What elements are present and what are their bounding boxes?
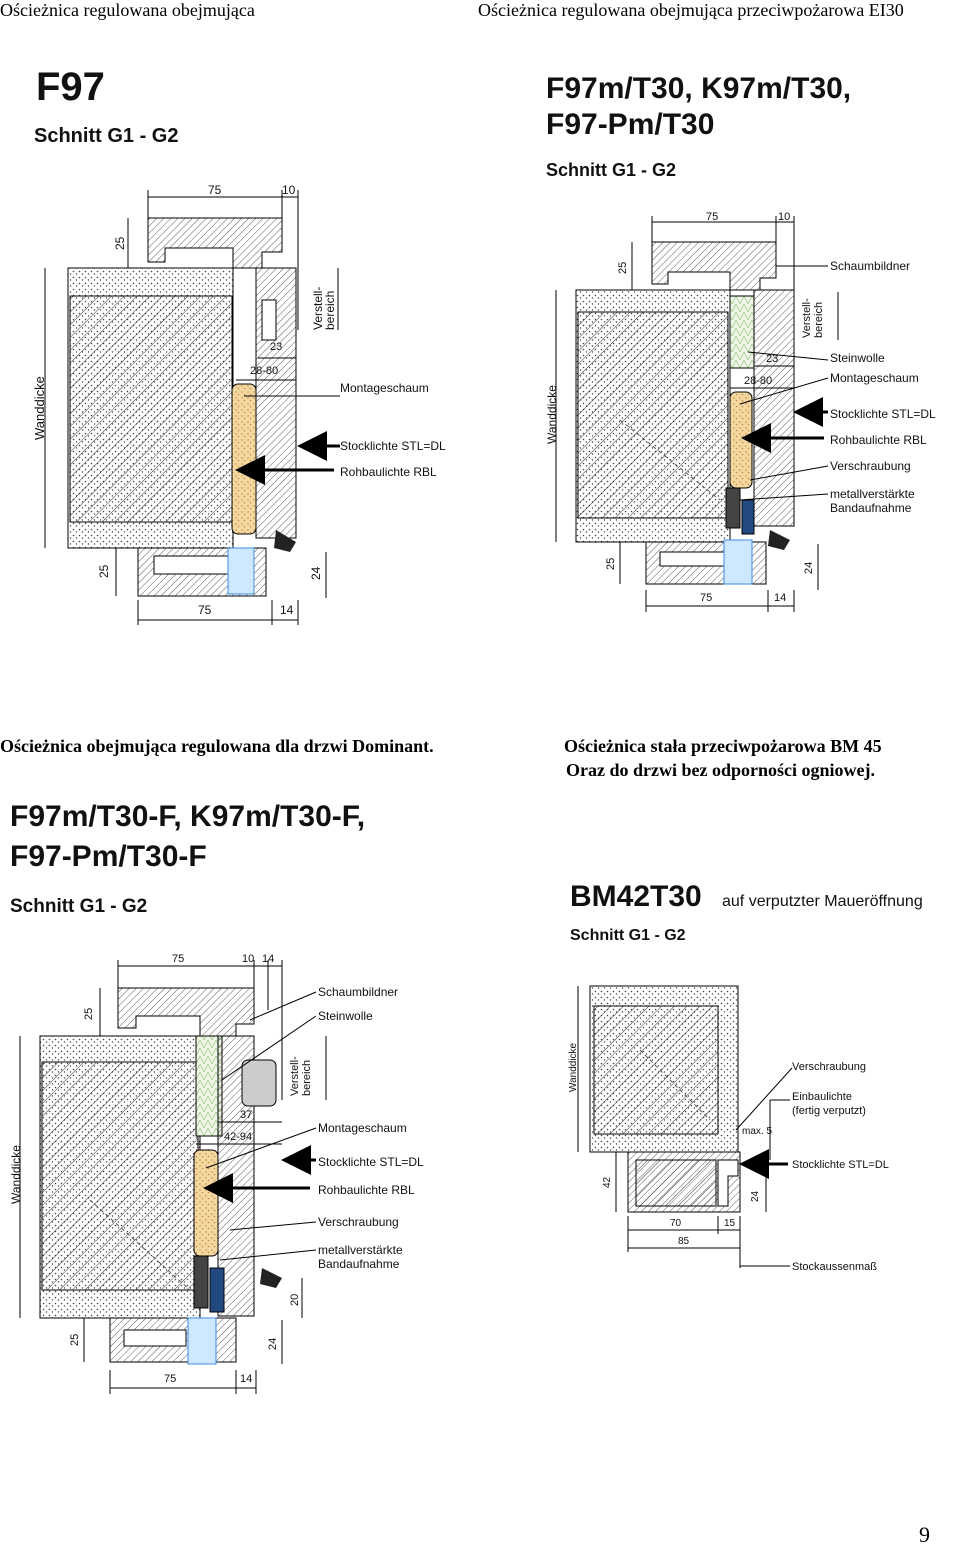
svg-text:Schaumbildner: Schaumbildner — [830, 259, 910, 273]
svg-text:Rohbaulichte RBL: Rohbaulichte RBL — [830, 433, 927, 447]
svg-text:28-80: 28-80 — [744, 375, 772, 387]
svg-text:23: 23 — [270, 341, 282, 353]
caption-left: Ościeżnica obejmująca regulowana dla drz… — [0, 736, 434, 756]
svg-text:Bandaufnahme: Bandaufnahme — [830, 501, 912, 515]
d4-title: BM42T30 — [570, 880, 702, 913]
svg-text:Wanddicke: Wanddicke — [568, 1042, 579, 1092]
svg-text:Verschraubung: Verschraubung — [830, 459, 911, 473]
svg-text:42-94: 42-94 — [224, 1131, 252, 1143]
svg-text:Wanddicke: Wanddicke — [9, 1145, 23, 1204]
svg-text:Rohbaulichte RBL: Rohbaulichte RBL — [318, 1183, 415, 1197]
svg-text:max. 5: max. 5 — [742, 1126, 772, 1137]
svg-text:25: 25 — [605, 558, 617, 570]
svg-text:24: 24 — [750, 1190, 761, 1202]
svg-text:Rohbaulichte RBL: Rohbaulichte RBL — [340, 465, 437, 479]
svg-text:metallverstärkte: metallverstärkte — [830, 487, 915, 501]
svg-text:metallverstärkte: metallverstärkte — [318, 1243, 403, 1257]
drawing-bm42t30: BM42T30 auf verputzter Maueröffnung Schn… — [568, 880, 923, 1273]
svg-text:20: 20 — [289, 1294, 301, 1306]
svg-text:Verstell-: Verstell- — [311, 287, 325, 330]
svg-text:bereich: bereich — [323, 291, 337, 330]
d4-title-suffix: auf verputzter Maueröffnung — [722, 893, 923, 910]
svg-text:Einbaulichte: Einbaulichte — [792, 1091, 852, 1103]
svg-text:75: 75 — [164, 1373, 176, 1385]
page-number: 9 — [919, 1522, 930, 1547]
svg-text:Schaumbildner: Schaumbildner — [318, 985, 398, 999]
header-left: Ościeżnica regulowana obejmująca — [0, 0, 255, 20]
drawing-f97: F97 Schnitt G1 - G2 75 10 25 Wanddicke 2… — [32, 65, 446, 625]
d2-title-1: F97m/T30, K97m/T30, — [546, 72, 851, 105]
svg-text:85: 85 — [678, 1236, 690, 1247]
svg-text:Verstell-: Verstell- — [801, 298, 813, 338]
svg-text:bereich: bereich — [301, 1060, 313, 1096]
svg-text:25: 25 — [83, 1008, 95, 1020]
svg-text:14: 14 — [262, 953, 274, 965]
svg-text:Wanddicke: Wanddicke — [545, 385, 559, 444]
svg-text:Verschraubung: Verschraubung — [792, 1061, 866, 1073]
svg-text:Montageschaum: Montageschaum — [318, 1121, 407, 1135]
svg-text:Montageschaum: Montageschaum — [830, 371, 919, 385]
svg-text:10: 10 — [778, 211, 790, 223]
svg-text:25: 25 — [97, 564, 111, 578]
svg-text:28-80: 28-80 — [250, 365, 278, 377]
svg-text:Montageschaum: Montageschaum — [340, 381, 429, 395]
svg-text:75: 75 — [700, 592, 712, 604]
drawing-f97m-t30: F97m/T30, K97m/T30, F97-Pm/T30 Schnitt G… — [545, 72, 936, 612]
svg-text:75: 75 — [198, 603, 212, 617]
svg-text:24: 24 — [309, 566, 323, 580]
svg-text:10: 10 — [242, 953, 254, 965]
svg-text:10: 10 — [282, 183, 296, 197]
svg-text:75: 75 — [706, 211, 718, 223]
svg-text:42: 42 — [602, 1176, 613, 1188]
svg-text:Verschraubung: Verschraubung — [318, 1215, 399, 1229]
svg-text:Wanddicke: Wanddicke — [32, 376, 47, 440]
svg-text:75: 75 — [208, 183, 222, 197]
svg-text:Stocklichte STL=DL: Stocklichte STL=DL — [318, 1155, 424, 1169]
d3-title-1: F97m/T30-F, K97m/T30-F, — [10, 800, 365, 833]
svg-text:23: 23 — [766, 353, 778, 365]
svg-text:(fertig verputzt): (fertig verputzt) — [792, 1105, 866, 1117]
drawing-f97m-t30-f: F97m/T30-F, K97m/T30-F, F97-Pm/T30-F Sch… — [9, 800, 424, 1394]
svg-text:75: 75 — [172, 953, 184, 965]
d2-subtitle: Schnitt G1 - G2 — [546, 160, 676, 180]
svg-text:24: 24 — [803, 562, 815, 574]
d1-title: F97 — [36, 65, 105, 109]
svg-text:70: 70 — [670, 1218, 682, 1229]
svg-text:Stockaussenmaß: Stockaussenmaß — [792, 1261, 877, 1273]
header-right: Ościeżnica regulowana obejmująca przeciw… — [478, 0, 904, 20]
svg-text:Bandaufnahme: Bandaufnahme — [318, 1257, 400, 1271]
d2-title-2: F97-Pm/T30 — [546, 108, 714, 141]
svg-text:Stocklichte STL=DL: Stocklichte STL=DL — [340, 439, 446, 453]
svg-text:bereich: bereich — [813, 302, 825, 338]
svg-text:Verstell-: Verstell- — [289, 1056, 301, 1096]
svg-text:Steinwolle: Steinwolle — [830, 351, 885, 365]
caption-right-2: Oraz do drzwi bez odporności ogniowej. — [566, 760, 875, 780]
svg-text:14: 14 — [280, 603, 294, 617]
d4-subtitle: Schnitt G1 - G2 — [570, 927, 686, 944]
d3-subtitle: Schnitt G1 - G2 — [10, 896, 147, 917]
d3-title-2: F97-Pm/T30-F — [10, 840, 207, 873]
svg-text:14: 14 — [240, 1373, 252, 1385]
d1-subtitle: Schnitt G1 - G2 — [34, 125, 178, 147]
svg-text:25: 25 — [617, 262, 629, 274]
svg-text:15: 15 — [724, 1218, 736, 1229]
svg-text:25: 25 — [69, 1334, 81, 1346]
svg-text:14: 14 — [774, 592, 786, 604]
svg-text:24: 24 — [267, 1338, 279, 1350]
svg-text:37: 37 — [240, 1109, 252, 1121]
svg-text:Stocklichte STL=DL: Stocklichte STL=DL — [830, 407, 936, 421]
svg-text:Steinwolle: Steinwolle — [318, 1009, 373, 1023]
d1-wall-core — [69, 295, 233, 523]
svg-text:Stocklichte STL=DL: Stocklichte STL=DL — [792, 1159, 889, 1171]
caption-right-1: Ościeżnica stała przeciwpożarowa BM 45 — [564, 736, 882, 756]
svg-text:25: 25 — [113, 236, 127, 250]
